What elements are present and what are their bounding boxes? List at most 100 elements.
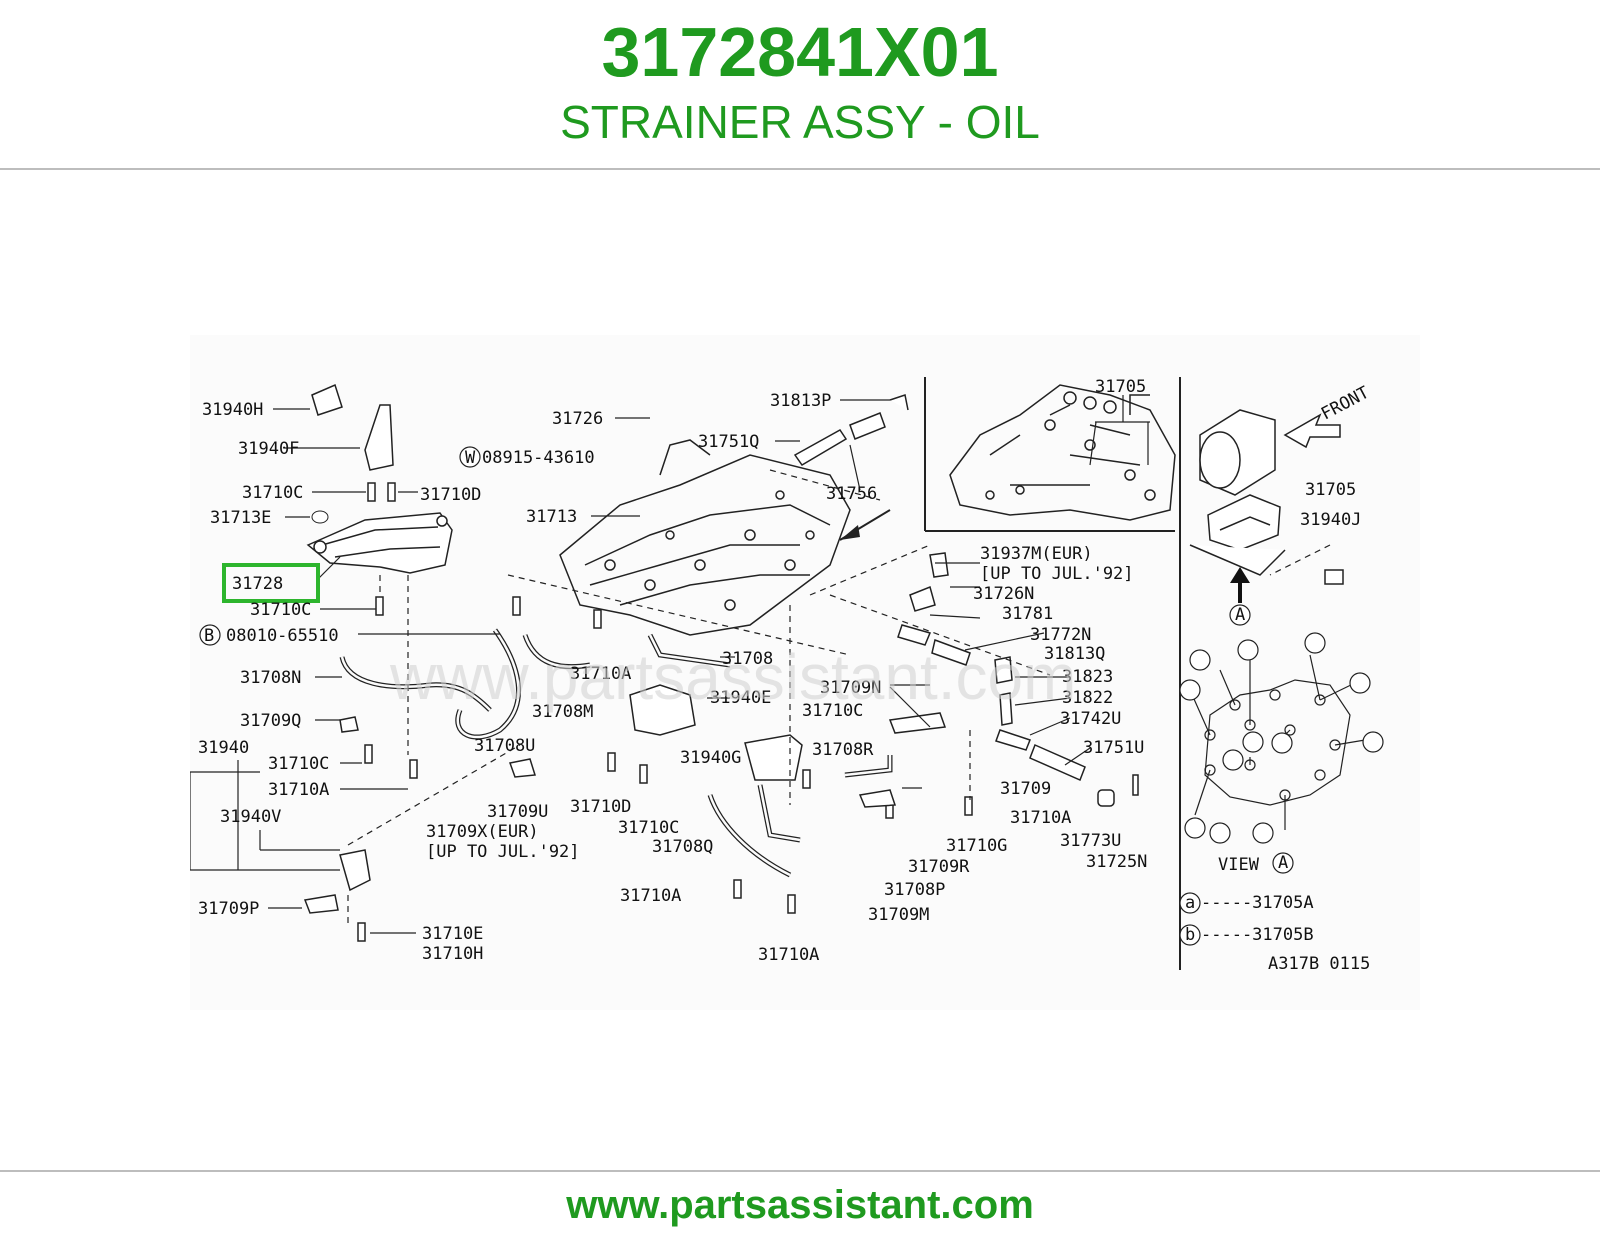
label-31710A: 31710A (620, 886, 681, 906)
legend-a-circle: a (1185, 893, 1195, 913)
footer-url-link[interactable]: www.partsassistant.com (566, 1183, 1034, 1227)
label-31708P: 31708P (884, 880, 945, 900)
label-31710A: 31710A (570, 664, 631, 684)
label-31822: 31822 (1062, 688, 1113, 708)
label-31708M: 31708M (532, 702, 593, 722)
lower-brackets (303, 684, 947, 914)
label-31726: 31726 (552, 409, 603, 429)
label-31726N: 31726N (973, 584, 1034, 604)
label-31940J: 31940J (1300, 510, 1361, 530)
label-31710G: 31710G (946, 836, 1007, 856)
label-31773U: 31773U (1060, 831, 1121, 851)
clip-31940H (311, 383, 343, 416)
label-31705: 31705 (1305, 480, 1356, 500)
view-a-bottom-drawing (1189, 654, 1366, 830)
part-number-title: 3172841X01 (601, 13, 999, 91)
label-31781: 31781 (1002, 604, 1053, 624)
header: 3172841X01 STRAINER ASSY - OIL (0, 0, 1600, 168)
label-31709N: 31709N (820, 678, 881, 698)
label-31708R: 31708R (812, 740, 874, 760)
label-B-circle: B (204, 626, 214, 646)
label-31708: 31708 (722, 649, 773, 669)
label-31709R: 31709R (908, 857, 970, 877)
bolts (357, 482, 973, 942)
front-arrow (1283, 413, 1341, 449)
label-31709M: 31709M (868, 905, 929, 925)
label-31713: 31713 (526, 507, 577, 527)
label-up-to-jul-92: [UP TO JUL.'92] (426, 842, 580, 862)
label-31710C: 31710C (618, 818, 679, 838)
label-31713E: 31713E (210, 508, 271, 528)
label-W-circle: W (465, 448, 476, 468)
bracket-31940F (364, 404, 394, 471)
highlight-box-31728[interactable] (222, 563, 320, 603)
label-31709Q: 31709Q (240, 711, 301, 731)
direction-arrow-head (840, 525, 860, 540)
label-31709: 31709 (1000, 779, 1051, 799)
inset-valve-body (949, 384, 1176, 521)
part-description: STRAINER ASSY - OIL (560, 96, 1040, 148)
label-up-to-jul-92: [UP TO JUL.'92] (980, 564, 1134, 584)
bottom-divider (0, 1170, 1600, 1172)
label-31756: 31756 (826, 484, 877, 504)
label-31823: 31823 (1062, 667, 1113, 687)
label-31940H: 31940H (202, 400, 263, 420)
main-valve-body (559, 439, 851, 636)
label-31710A: 31710A (1010, 808, 1071, 828)
dashed-lines (347, 469, 1331, 925)
label-31710H: 31710H (422, 944, 483, 964)
parts-diagram: 31940H 31940F 31710C 31710D 31713E 31728… (190, 335, 1420, 1010)
label-31709X-EUR: 31709X(EUR) (426, 822, 539, 842)
label-31708U: 31708U (474, 736, 535, 756)
legend-31705A: -----31705A (1201, 893, 1314, 913)
label-31937M-EUR: 31937M(EUR) (980, 544, 1093, 564)
label-31742U: 31742U (1060, 709, 1121, 729)
label-31751U: 31751U (1083, 738, 1144, 758)
label-31813Q: 31813Q (1044, 644, 1105, 664)
label-view: VIEW (1218, 855, 1260, 875)
label-31710E: 31710E (422, 924, 483, 944)
label-31710A: 31710A (268, 780, 329, 800)
diagram-code: A317B 0115 (1268, 954, 1370, 974)
label-31728[interactable]: 31728 (232, 574, 283, 594)
label-31710C: 31710C (268, 754, 329, 774)
label-31710A: 31710A (758, 945, 819, 965)
label-31710C: 31710C (250, 600, 311, 620)
label-31940F: 31940F (238, 439, 299, 459)
parts-diagram-svg: 31940H 31940F 31710C 31710D 31713E 31728… (190, 377, 1384, 974)
label-31751Q: 31751Q (698, 432, 759, 452)
label-31708N: 31708N (240, 668, 301, 688)
label-31709U: 31709U (487, 802, 548, 822)
strainer-assy-part (306, 512, 453, 574)
o-ring-31713E (311, 510, 329, 524)
label-31710C: 31710C (802, 701, 863, 721)
label-A-circle: A (1235, 605, 1245, 625)
label-31708Q: 31708Q (652, 837, 713, 857)
label-31710D: 31710D (570, 797, 631, 817)
label-31772N: 31772N (1030, 625, 1091, 645)
label-31710D: 31710D (420, 485, 481, 505)
valve-springs (793, 394, 1139, 807)
label-31709P: 31709P (198, 899, 259, 919)
label-31710C: 31710C (242, 483, 303, 503)
view-a-top-drawing (1189, 409, 1344, 585)
label-view-a-circle: A (1278, 853, 1288, 873)
label-31940: 31940 (198, 738, 249, 758)
label-front: FRONT (1318, 383, 1373, 425)
label-31940G: 31940G (680, 748, 741, 768)
label-31725N: 31725N (1086, 852, 1147, 872)
label-31813P: 31813P (770, 391, 831, 411)
view-arrow (1230, 567, 1250, 603)
view-a-callouts (199, 446, 1384, 946)
legend-b-circle: b (1185, 925, 1195, 945)
label-31705: 31705 (1095, 377, 1146, 397)
legend-31705B: -----31705B (1201, 925, 1314, 945)
oil-pipes-inner (340, 629, 892, 877)
label-08915-43610: 08915-43610 (482, 448, 595, 468)
label-31940V: 31940V (220, 807, 281, 827)
label-31940E: 31940E (710, 688, 771, 708)
label-08010-65510: 08010-65510 (226, 626, 339, 646)
watermark: www.partsassistant.com (390, 641, 1077, 713)
top-divider (0, 168, 1600, 170)
leader-lines (190, 395, 1150, 934)
